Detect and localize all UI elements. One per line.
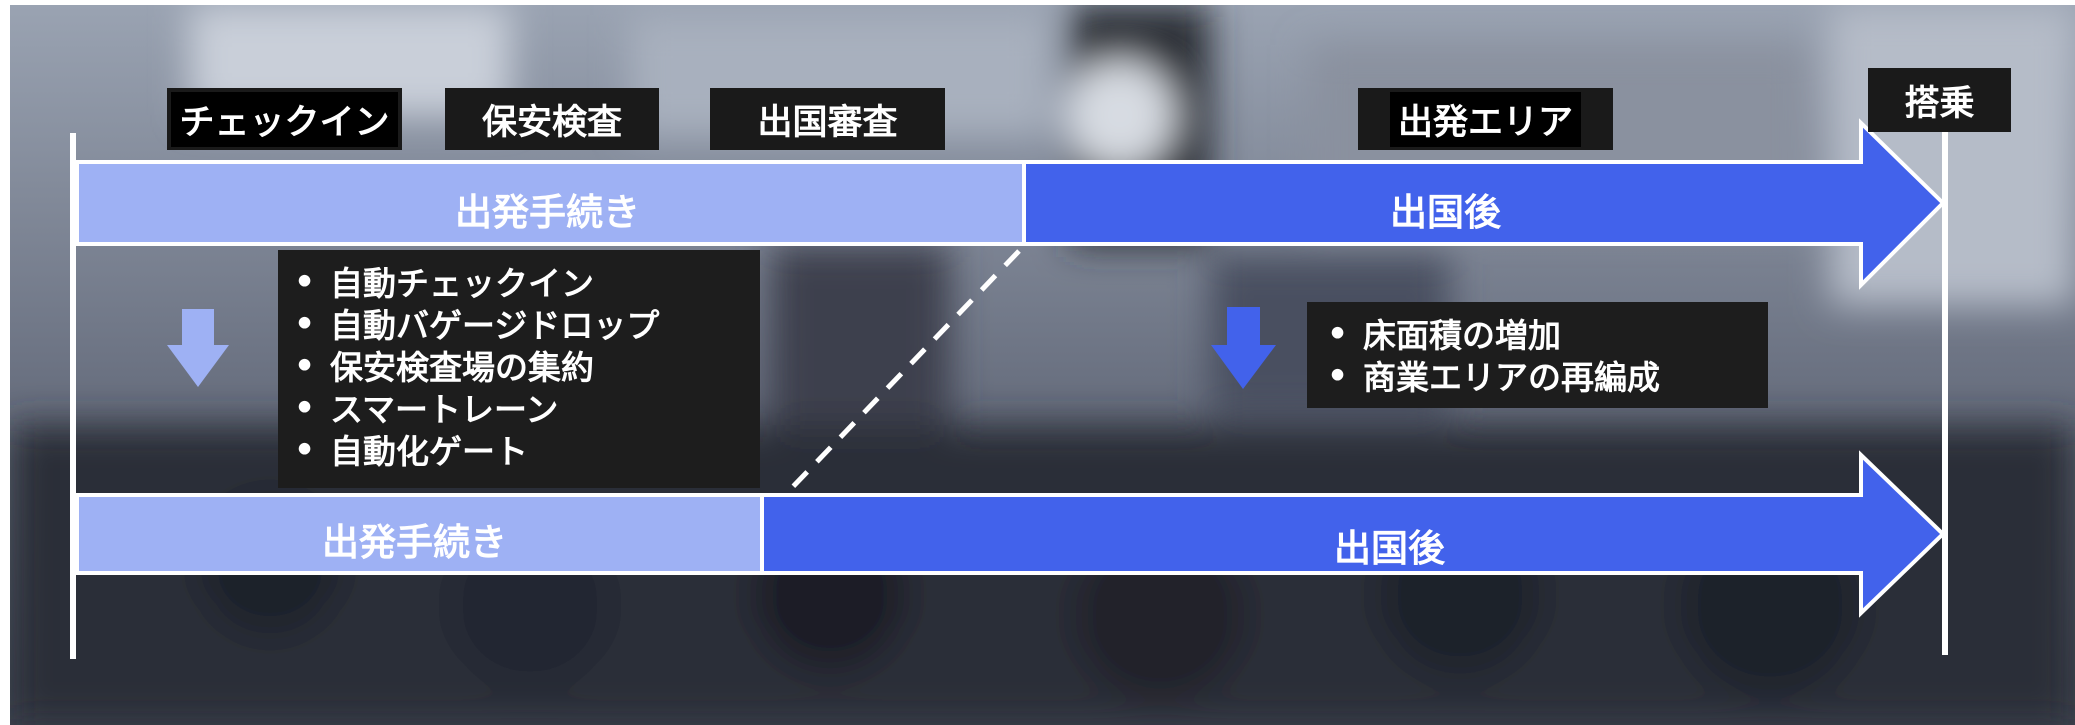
bottom-post-label: 出国後	[1334, 527, 1445, 570]
stage-label-boarding-text: 搭乗	[1904, 83, 1975, 124]
down-arrow-left-icon	[167, 309, 229, 387]
top-pre-label: 出発手続き	[455, 191, 640, 234]
stage-label-departure-area-text: 出発エリア	[1389, 91, 1581, 147]
stage-label-immigration-text: 出国審査	[757, 102, 898, 143]
bottom-flow-arrow	[75, 450, 1946, 618]
list-item: • 床面積の増加	[1317, 312, 1768, 356]
pre-improvements-box: • 自動チェックイン • 自動バゲージドロップ • 保安検査場の集約 • スマートレーン…	[278, 250, 760, 488]
pre-improvement-item: 自動チェックイン	[330, 264, 594, 303]
bullet-dot: •	[1327, 355, 1349, 395]
stage-label-boarding: 搭乗	[1868, 68, 2011, 132]
list-item: • 保安検査場の集約	[284, 344, 760, 388]
stage-label-security-text: 保安検査	[481, 102, 622, 143]
stage-label-checkin-text: チェックイン	[171, 91, 398, 147]
list-item: • スマートレーン	[284, 386, 760, 430]
list-item: • 自動バゲージドロップ	[284, 302, 760, 346]
bullet-dot: •	[294, 303, 316, 343]
bottom-pre-label: 出発手続き	[322, 521, 507, 564]
bullet-dot: •	[1327, 313, 1349, 353]
list-item: • 商業エリアの再編成	[1317, 354, 1768, 398]
list-item: • 自動チェックイン	[284, 260, 760, 304]
stage-label-checkin: チェックイン	[167, 88, 402, 150]
down-arrow-right-icon	[1211, 307, 1276, 389]
bullet-dot: •	[294, 387, 316, 427]
bullet-dot: •	[294, 345, 316, 385]
post-improvement-item: 床面積の増加	[1363, 316, 1561, 355]
list-item: • 自動化ゲート	[284, 428, 760, 472]
stage-label-security: 保安検査	[445, 88, 659, 150]
shift-dashed-line	[783, 249, 1021, 497]
top-flow-arrow	[75, 118, 1946, 290]
bullet-dot: •	[294, 429, 316, 469]
pre-improvement-item: 保安検査場の集約	[330, 348, 594, 387]
stage-label-immigration: 出国審査	[710, 88, 945, 150]
pre-improvement-item: 自動化ゲート	[330, 432, 528, 471]
top-post-label: 出国後	[1390, 191, 1501, 234]
pre-improvement-item: スマートレーン	[330, 390, 559, 429]
post-improvements-box: • 床面積の増加 • 商業エリアの再編成	[1307, 302, 1768, 408]
bullet-dot: •	[294, 261, 316, 301]
pre-improvement-item: 自動バゲージドロップ	[330, 306, 660, 345]
stage-label-departure-area: 出発エリア	[1358, 88, 1613, 150]
post-improvement-item: 商業エリアの再編成	[1363, 358, 1660, 397]
